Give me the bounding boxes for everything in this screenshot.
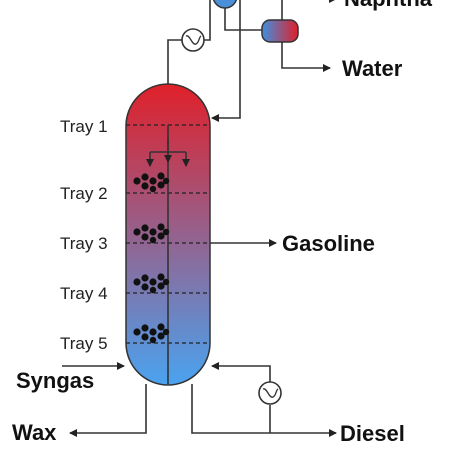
pumparound-heat-exchanger-icon bbox=[258, 381, 282, 405]
water-pipe bbox=[281, 42, 331, 72]
tray-label-5: Tray 5 bbox=[60, 334, 108, 353]
catalyst-particles-icon bbox=[133, 172, 170, 344]
wax-label: Wax bbox=[12, 420, 57, 445]
catalyst-cluster-4 bbox=[133, 273, 170, 294]
diesel-label: Diesel bbox=[340, 421, 405, 446]
water-label: Water bbox=[342, 56, 403, 81]
syngas-label: Syngas bbox=[16, 368, 94, 393]
tray-label-4: Tray 4 bbox=[60, 284, 108, 303]
separator-vessel-icon bbox=[261, 19, 299, 43]
tray-label-1: Tray 1 bbox=[60, 117, 108, 136]
catalyst-cluster-3 bbox=[133, 223, 170, 244]
diesel-pipe bbox=[191, 384, 337, 437]
heat-exchanger-icon bbox=[181, 28, 205, 52]
top-drum-icon bbox=[212, 0, 238, 9]
cooler-outlet-pipe bbox=[204, 0, 211, 41]
tray-label-3: Tray 3 bbox=[60, 234, 108, 253]
gasoline-label: Gasoline bbox=[282, 231, 375, 256]
overhead-pipe bbox=[167, 39, 182, 84]
drum-to-separator-pipe bbox=[224, 8, 262, 31]
distributor-icon bbox=[146, 138, 190, 167]
catalyst-cluster-2 bbox=[133, 172, 170, 193]
wax-pipe bbox=[69, 384, 147, 437]
pumparound-return-pipe bbox=[211, 362, 271, 382]
tray-label-2: Tray 2 bbox=[60, 184, 108, 203]
reflux-pipe bbox=[211, 0, 241, 122]
catalyst-cluster-5 bbox=[133, 323, 170, 344]
naphtha-label: Naphtha bbox=[344, 0, 433, 11]
